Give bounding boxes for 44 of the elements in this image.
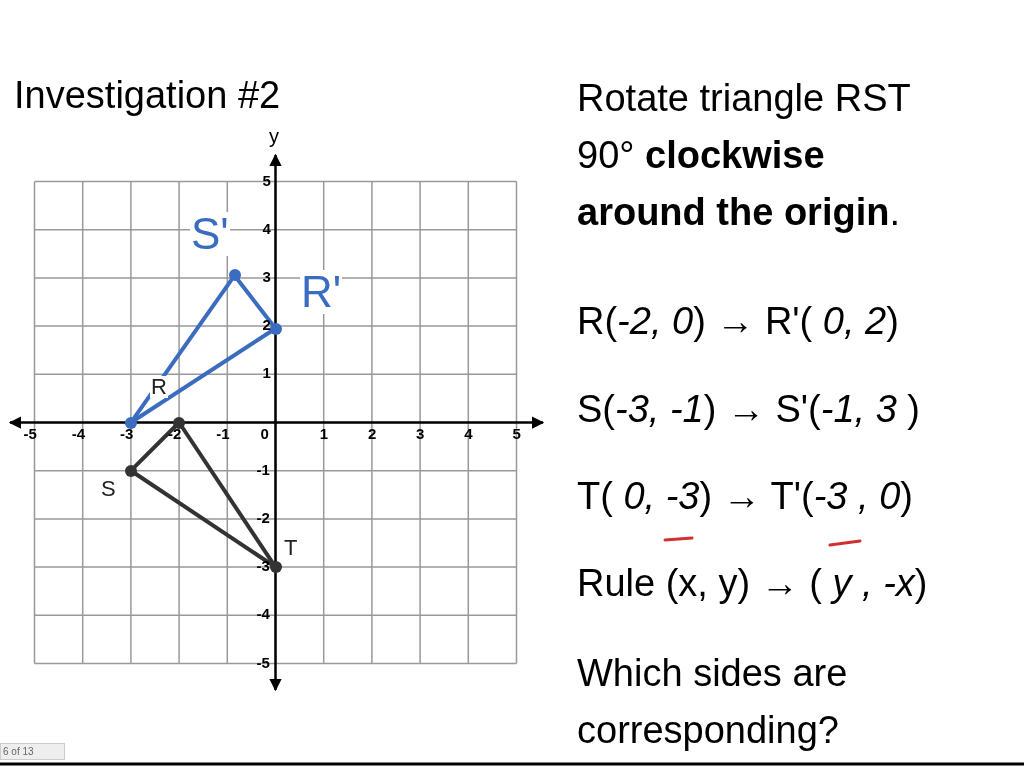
triangle-side — [133, 424, 177, 469]
vertex-point — [228, 269, 241, 282]
tick-label: 1 — [261, 365, 272, 381]
triangle-side — [133, 472, 273, 566]
page-counter: 6 of 13 — [0, 743, 65, 760]
tick-label: -3 — [255, 558, 271, 574]
tick-label: 5 — [511, 425, 522, 441]
tick-label: 3 — [415, 425, 426, 441]
tick-label: -2 — [255, 509, 271, 525]
vertex-label: S' — [190, 212, 230, 256]
tick-label: 5 — [261, 172, 272, 188]
tick-label: -4 — [70, 425, 87, 441]
tick-label: 0 — [259, 425, 270, 441]
tick-label: 4 — [261, 220, 272, 236]
tick-label: 4 — [463, 425, 474, 441]
vertex-point — [269, 561, 282, 574]
instruction-text: Rotate triangle RST 90° clockwise around the origin. — [577, 76, 912, 235]
tick-label: -2 — [167, 425, 183, 441]
mapping-text: S(-3, -1) → S'(-1, 3 ) — [577, 388, 920, 431]
vertex-label: R' — [300, 270, 343, 314]
triangle-side — [133, 329, 273, 422]
mapping-text: T( 0, -3) → T'(-3 , 0) — [577, 475, 913, 518]
tick-label: 1 — [318, 425, 330, 441]
triangle-side — [132, 278, 234, 420]
triangle-side — [180, 425, 275, 565]
tick-label: -5 — [22, 425, 38, 441]
tick-label: 2 — [366, 425, 378, 441]
rule-text: Rule (x, y) → ( y , -x) — [577, 562, 928, 605]
vertex-point — [124, 464, 137, 477]
vertex-label: R — [150, 376, 168, 398]
question-text: Which sides are corresponding? — [577, 651, 849, 753]
vertex-point — [173, 416, 186, 429]
tick-label: 3 — [261, 268, 272, 284]
vertex-point — [124, 416, 137, 429]
tick-label: -4 — [255, 606, 271, 622]
axis-label: y — [268, 126, 280, 146]
tick-label: -5 — [255, 654, 271, 670]
triangle-side — [236, 278, 274, 326]
tick-label: -1 — [215, 425, 231, 441]
mapping-text: R(-2, 0) → R'( 0, 2) — [577, 300, 899, 343]
tick-label: -3 — [118, 425, 135, 441]
tick-label: -1 — [255, 461, 271, 477]
title: Investigation #2 — [14, 74, 281, 117]
tick-label: 2 — [261, 317, 272, 333]
